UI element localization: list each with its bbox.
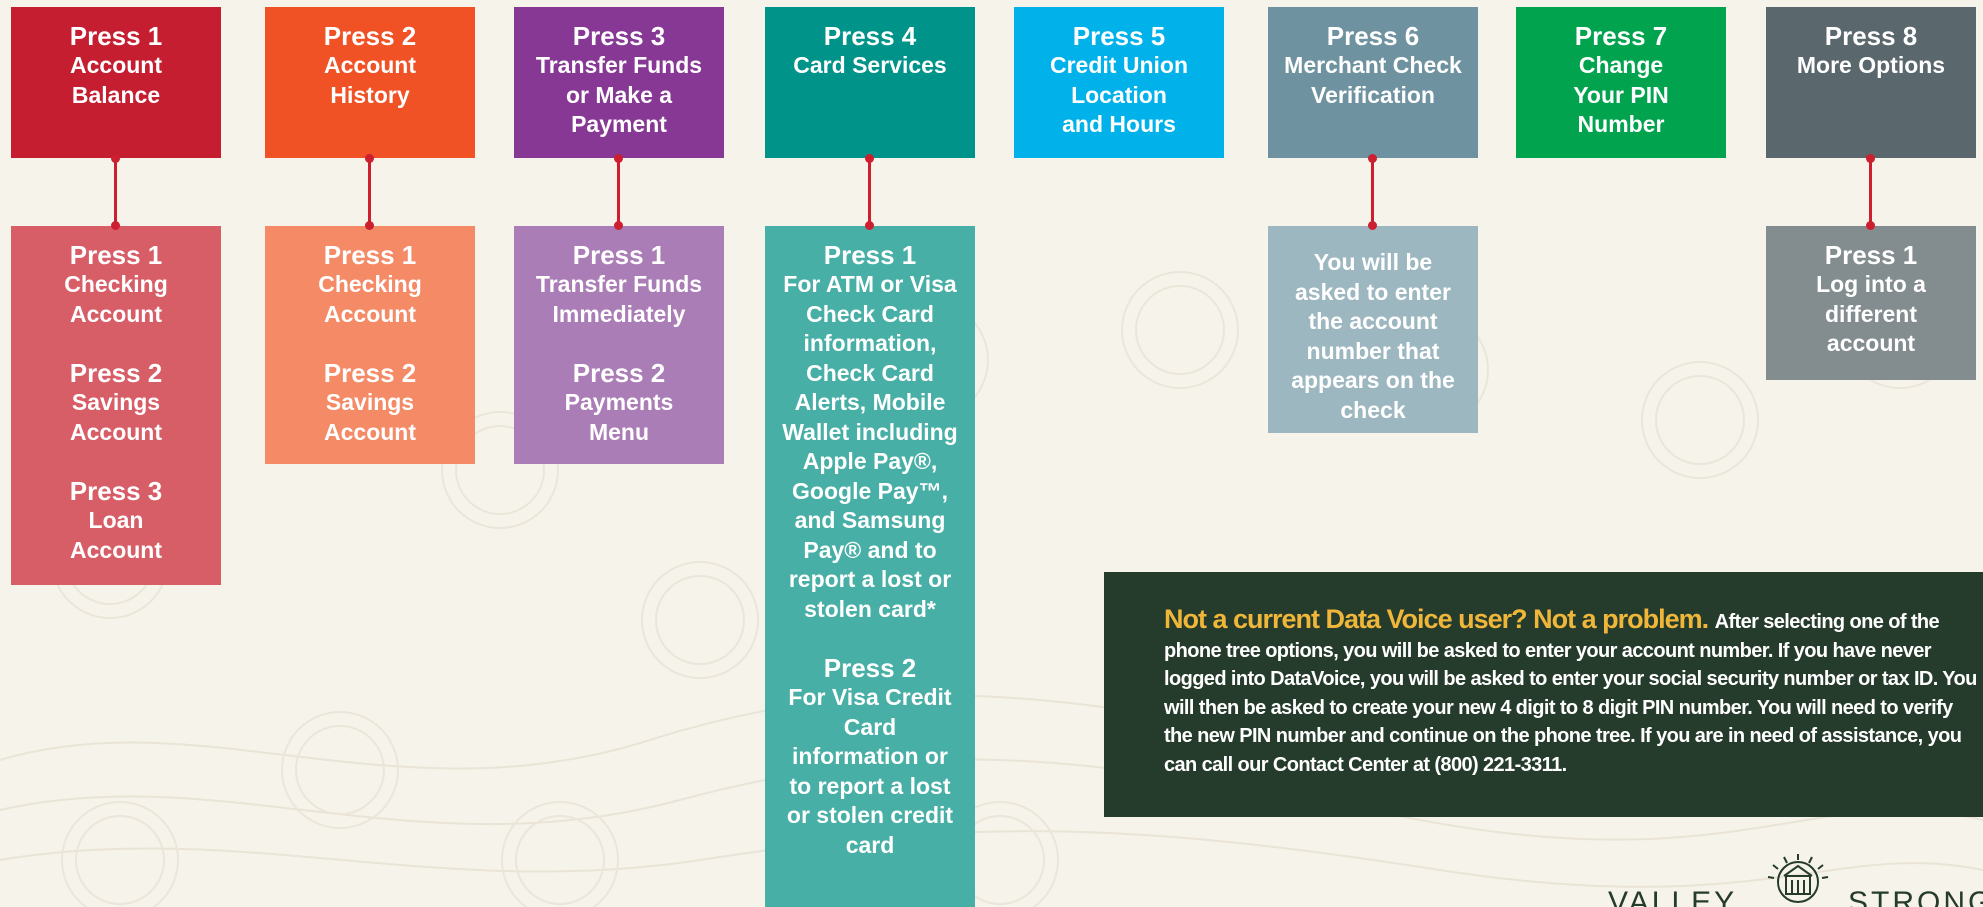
- submenu-option: Press 2 Savings Account: [265, 358, 475, 447]
- submenu-option-label: Checking Account: [318, 271, 422, 327]
- submenu-option: Press 1 Checking Account: [11, 240, 221, 329]
- submenu-option-press: Press 1: [1824, 240, 1918, 270]
- submenu-card: Press 1 For ATM or Visa Check Card infor…: [765, 226, 975, 907]
- connector-line-6: [1371, 158, 1374, 226]
- main-option-press: Press 7: [1574, 21, 1668, 51]
- main-option-label: Account Balance: [70, 52, 162, 108]
- submenu-option-label: Loan Account: [70, 507, 162, 563]
- connector-dot: [1866, 221, 1875, 230]
- submenu-option-press: Press 2: [572, 358, 666, 388]
- submenu-option-label: Transfer Funds Immediately: [535, 271, 703, 327]
- main-option-8: Press 8 More Options: [1766, 7, 1976, 158]
- main-option-2: Press 2 Account History: [265, 7, 475, 158]
- connector-line-3: [617, 158, 620, 226]
- submenu-option: Press 1 Log into a different account: [1766, 240, 1976, 359]
- notice-body: After selecting one of the phone tree op…: [1164, 611, 1977, 776]
- connector-dot: [365, 221, 374, 230]
- logo-left-word: VALLEY: [1608, 886, 1738, 907]
- submenu-option-press: Press 2: [323, 358, 417, 388]
- main-option-press: Press 8: [1824, 21, 1918, 51]
- main-option-press: Press 3: [572, 21, 666, 51]
- submenu-merchant: You will be asked to enter the account n…: [1268, 226, 1478, 433]
- main-option-label: More Options: [1796, 52, 1946, 78]
- submenu-option: Press 1 Transfer Funds Immediately: [514, 240, 724, 329]
- submenu-history: Press 1 Checking Account Press 2 Savings…: [265, 226, 475, 464]
- connector-dot: [865, 221, 874, 230]
- submenu-more: Press 1 Log into a different account: [1766, 226, 1976, 380]
- submenu-balance: Press 1 Checking Account Press 2 Savings…: [11, 226, 221, 585]
- submenu-option-press: Press 2: [823, 653, 917, 683]
- main-option-6: Press 6 Merchant Check Verification: [1268, 7, 1478, 158]
- main-option-label: Card Services: [793, 52, 947, 78]
- main-option-label: Account History: [324, 52, 416, 108]
- submenu-option-label: Payments Menu: [564, 389, 674, 445]
- connector-line-2: [368, 158, 371, 226]
- submenu-option-press: Press 3: [69, 476, 163, 506]
- valley-strong-logo: VALLEY STRONG: [1600, 852, 1983, 907]
- connector-dot: [865, 154, 874, 163]
- sunburst-icon: [1767, 854, 1829, 903]
- notice-box: Not a current Data Voice user? Not a pro…: [1104, 572, 1983, 817]
- connector-dot: [614, 154, 623, 163]
- submenu-option: Press 2 For Visa Credit Card information…: [765, 653, 975, 860]
- connector-dot: [1368, 154, 1377, 163]
- notice-headline: Not a current Data Voice user? Not a pro…: [1164, 604, 1715, 634]
- main-option-press: Press 6: [1326, 21, 1420, 51]
- submenu-option-label: Savings Account: [70, 389, 162, 445]
- submenu-option: Press 1 For ATM or Visa Check Card infor…: [765, 240, 975, 624]
- connector-dot: [1866, 154, 1875, 163]
- main-option-3: Press 3 Transfer Funds or Make a Payment: [514, 7, 724, 158]
- main-option-label: Transfer Funds or Make a Payment: [535, 52, 703, 137]
- main-option-1: Press 1 Account Balance: [11, 7, 221, 158]
- connector-dot: [365, 154, 374, 163]
- submenu-option: Press 3 Loan Account: [11, 476, 221, 565]
- submenu-merchant-text: You will be asked to enter the account n…: [1291, 249, 1455, 423]
- submenu-option-label: Savings Account: [324, 389, 416, 445]
- connector-line-4: [868, 158, 871, 226]
- submenu-option-label: Log into a different account: [1816, 271, 1926, 356]
- submenu-transfer: Press 1 Transfer Funds Immediately Press…: [514, 226, 724, 464]
- submenu-option: Press 2 Payments Menu: [514, 358, 724, 447]
- submenu-option-press: Press 1: [69, 240, 163, 270]
- connector-dot: [111, 154, 120, 163]
- main-option-press: Press 1: [69, 21, 163, 51]
- main-option-5: Press 5 Credit Union Location and Hours: [1014, 7, 1224, 158]
- connector-dot: [1368, 221, 1377, 230]
- submenu-option-press: Press 1: [823, 240, 917, 270]
- submenu-option: Press 2 Savings Account: [11, 358, 221, 447]
- submenu-option-label: For ATM or Visa Check Card information, …: [782, 271, 958, 622]
- main-option-label: Credit Union Location and Hours: [1050, 52, 1188, 137]
- main-option-label: Change Your PIN Number: [1573, 52, 1669, 137]
- submenu-option-label: Checking Account: [64, 271, 168, 327]
- main-option-4: Press 4 Card Services: [765, 7, 975, 158]
- connector-dot: [614, 221, 623, 230]
- submenu-option-press: Press 1: [323, 240, 417, 270]
- connector-line-8: [1869, 158, 1872, 226]
- main-option-7: Press 7 Change Your PIN Number: [1516, 7, 1726, 158]
- submenu-option: Press 1 Checking Account: [265, 240, 475, 329]
- logo-right-word: STRONG: [1848, 886, 1983, 907]
- main-option-label: Merchant Check Verification: [1284, 52, 1462, 108]
- submenu-option-label: For Visa Credit Card information or to r…: [786, 684, 954, 858]
- submenu-option-press: Press 2: [69, 358, 163, 388]
- main-option-press: Press 5: [1072, 21, 1166, 51]
- connector-line-1: [114, 158, 117, 226]
- main-option-press: Press 4: [823, 21, 917, 51]
- submenu-option-press: Press 1: [572, 240, 666, 270]
- main-option-press: Press 2: [323, 21, 417, 51]
- connector-dot: [111, 221, 120, 230]
